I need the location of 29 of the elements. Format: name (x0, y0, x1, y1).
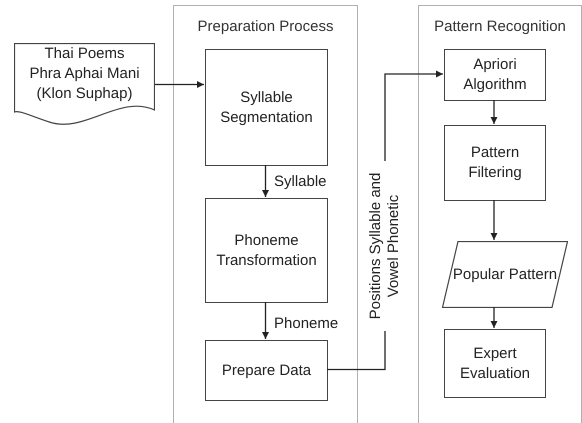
node-label: Popular Pattern (452, 264, 558, 284)
lane-title: Pattern Recognition (433, 17, 567, 37)
node-label: Prepare Data (220, 360, 312, 380)
node-label: Phra Aphai Mani (29, 64, 140, 84)
process-box (205, 198, 328, 303)
edge-label: Syllable (274, 173, 327, 191)
process-box (444, 49, 546, 101)
arrow (490, 307, 498, 328)
node-label: (Klon Suphap) (36, 84, 132, 104)
swimlane-panel (173, 5, 358, 423)
node-label: Apriori Algorithm (462, 55, 528, 95)
process-box (444, 125, 546, 201)
process-box (205, 49, 328, 166)
node-label: Syllable Segmentation (219, 88, 314, 128)
node-label: Expert Evaluation (458, 344, 532, 384)
document-shape (14, 43, 155, 126)
data-parallelogram (442, 241, 568, 308)
arrow (262, 165, 269, 197)
lane-title: Preparation Process (196, 17, 334, 37)
process-box (444, 329, 546, 398)
node-label: Pattern Filtering (467, 143, 523, 183)
swimlane-panel (418, 5, 582, 423)
arrow (155, 81, 204, 88)
node-label: Phoneme Transformation (215, 230, 318, 270)
arrow (490, 100, 498, 124)
node-label: Thai Poems (44, 44, 125, 64)
arrow (490, 200, 498, 240)
process-box (205, 340, 328, 401)
arrow (262, 302, 269, 339)
